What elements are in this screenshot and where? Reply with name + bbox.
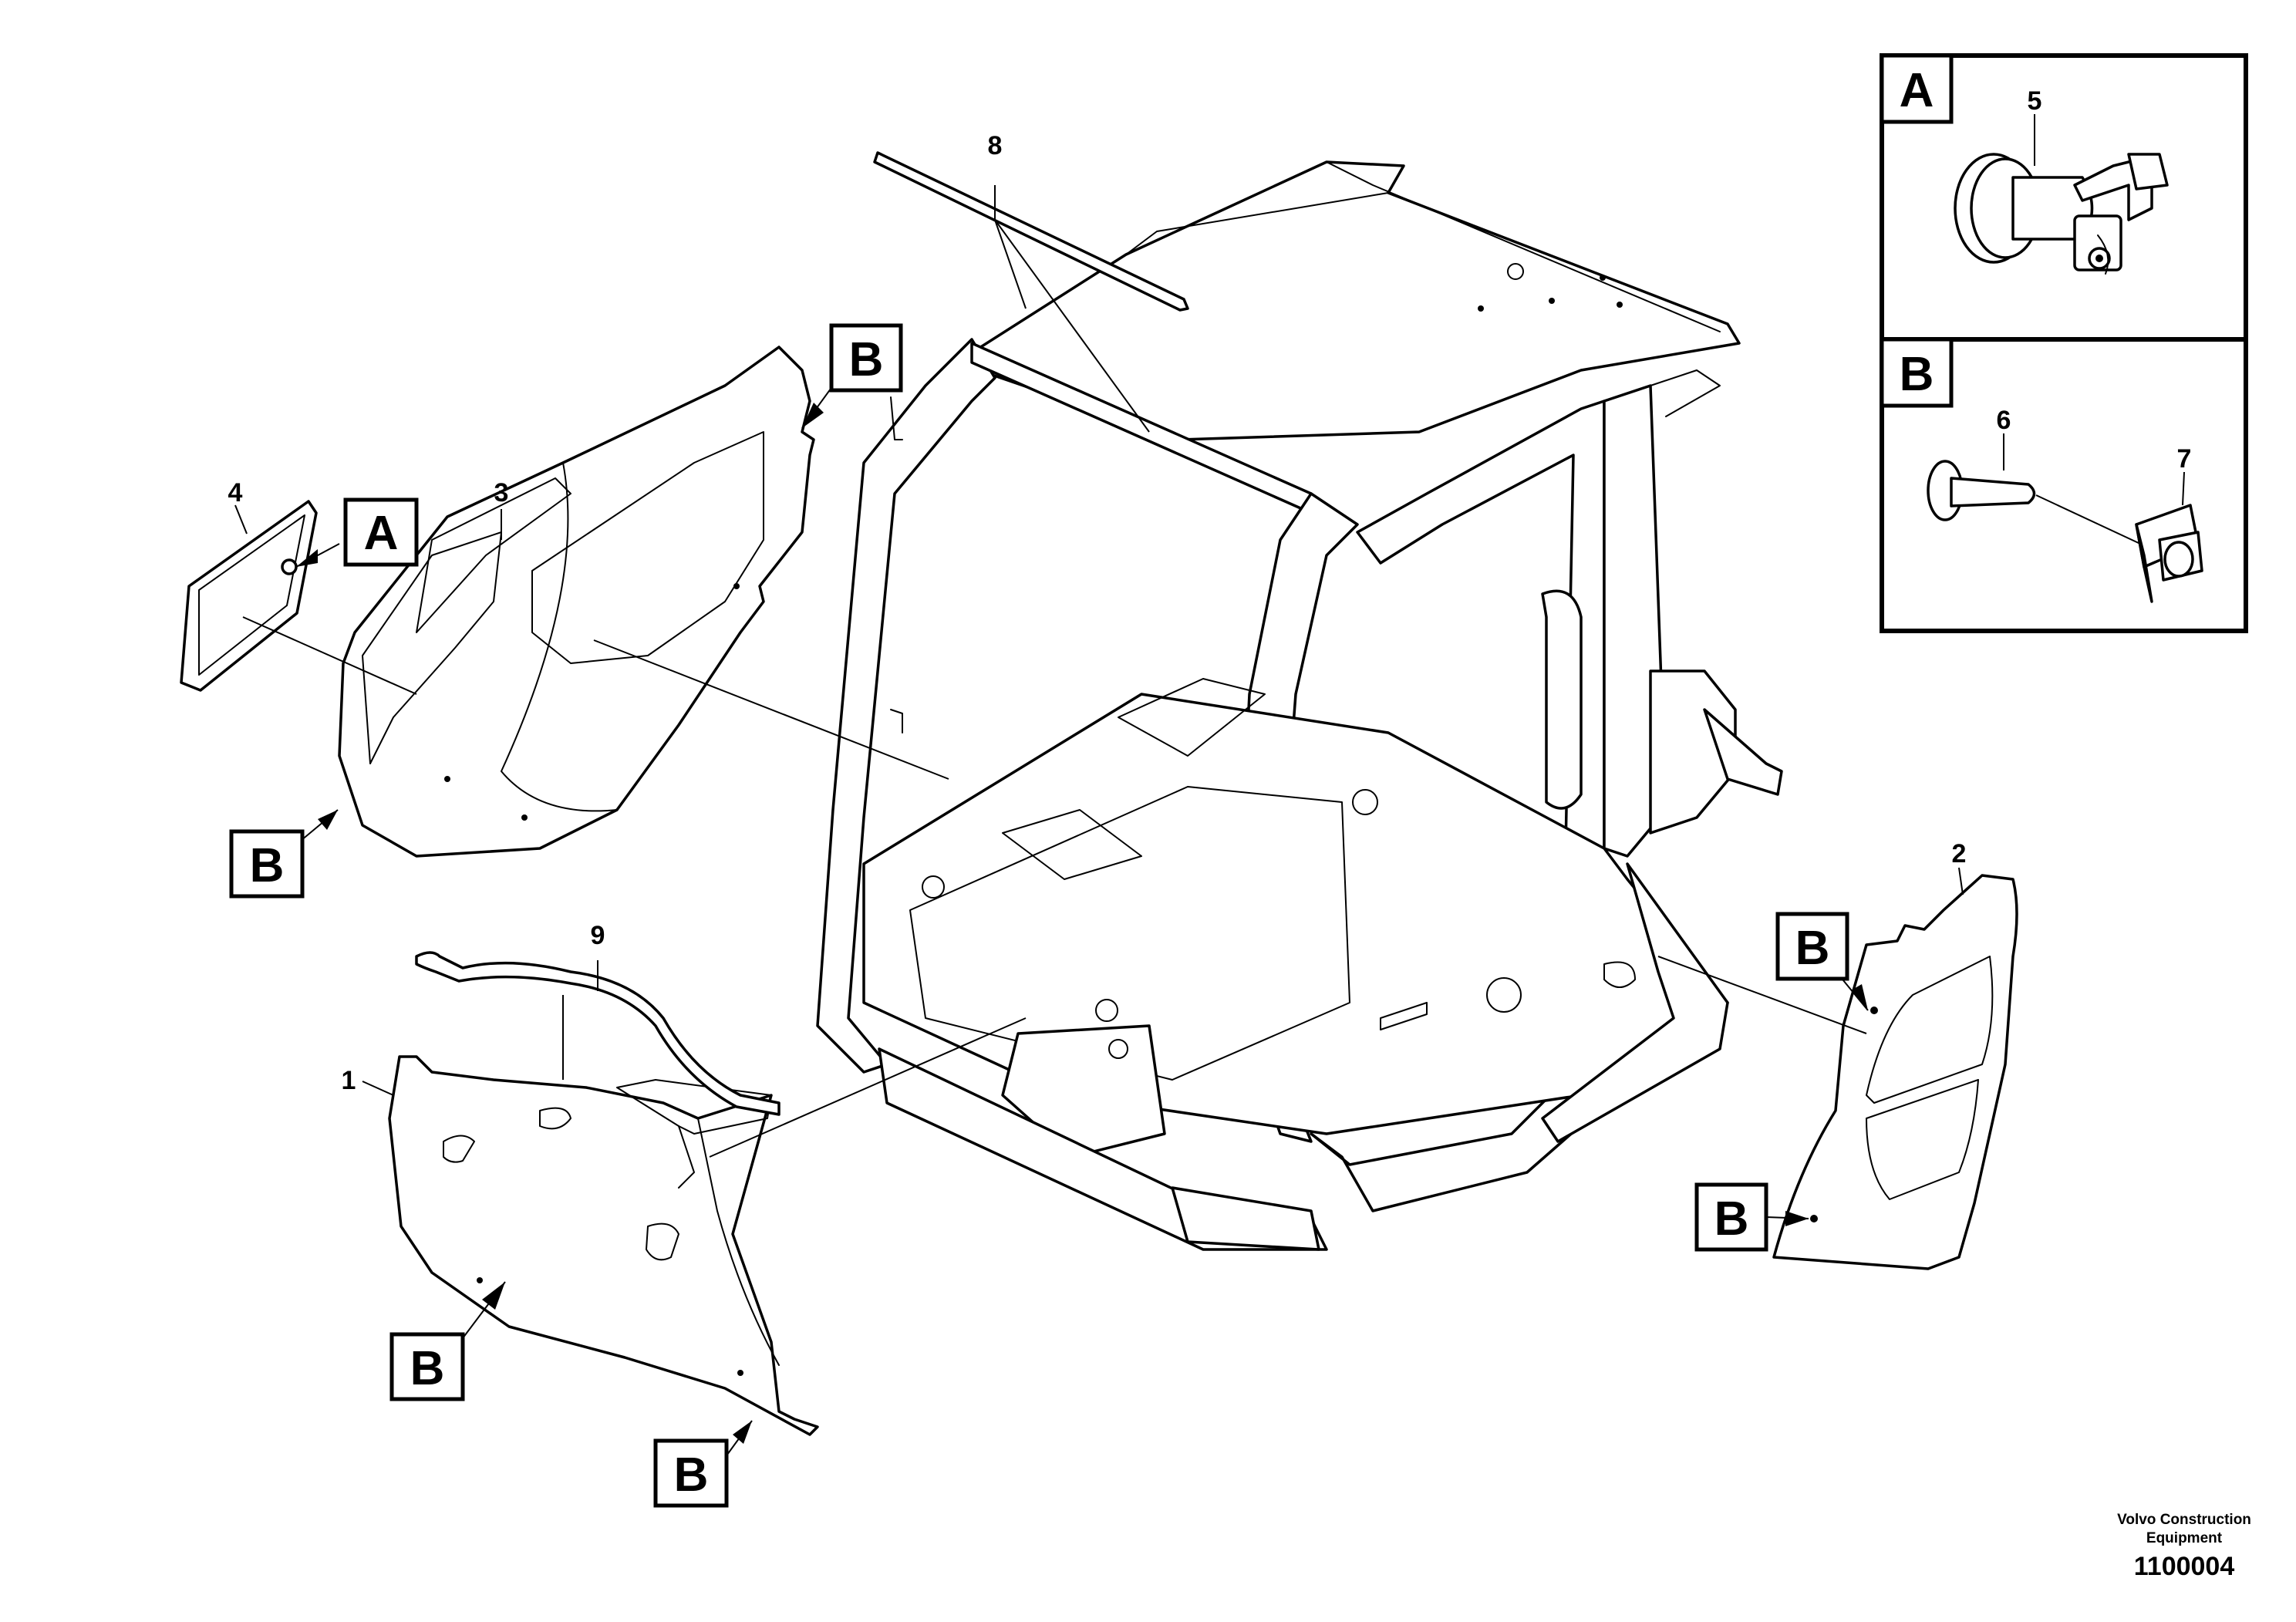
clip-nut-part-7: 7 [2135,444,2203,603]
callout-b-label: B [849,333,884,386]
callout-b-part-3-bottom: B [229,809,339,899]
part-number-7: 7 [2177,444,2192,474]
publisher-name-line2: Equipment [2146,1530,2223,1546]
callout-b-part-1-left: B [389,1281,506,1401]
seal-strip-part-9: 9 [415,921,781,1116]
cab-frame [816,160,1783,1251]
trim-strip-part-8: 8 [873,131,1189,433]
part-number-4: 4 [228,478,243,508]
cam-lock-part-5: 5 [1954,86,2169,275]
bolt-part-6: 6 [1927,406,2153,550]
callout-b-label: B [674,1448,709,1502]
right-side-panel-part-2: 2 [1657,839,2018,1270]
callout-a-label: A [364,507,399,560]
detail-a-label: A [1900,64,1934,117]
callout-b-part-2-upper: B [1775,912,1869,1011]
part-number-5: 5 [2028,86,2042,116]
part-number-9: 9 [591,921,605,950]
window-glass-part-4: 4 [180,478,417,695]
callout-a-part-4: A [295,497,419,568]
callout-b-label: B [250,839,285,892]
detail-b-label: B [1900,348,1934,401]
part-number-3: 3 [494,478,509,508]
callout-b-label: B [1714,1192,1749,1246]
lower-front-panel-part-1: 1 [342,1017,1027,1436]
upper-rear-panel-part-3: 3 [338,346,949,858]
callout-b-part-1-right: B [653,1420,753,1508]
publisher-name-line1: Volvo Construction [2117,1512,2251,1528]
part-number-8: 8 [988,131,1003,160]
callout-b-label: B [410,1342,445,1395]
callout-b-part-3-top: B [801,323,903,429]
callout-b-label: B [1795,922,1830,975]
part-number-6: 6 [1997,406,2011,435]
callout-b-part-2-lower: B [1694,1182,1809,1252]
part-number-2: 2 [1952,839,1967,868]
figure-id: 1100004 [2134,1552,2235,1581]
detail-inset-panel: A B 5 6 7 [1880,53,2248,633]
part-number-1: 1 [342,1066,356,1095]
publisher-footer: Volvo Construction Equipment 1100004 [2117,1512,2251,1581]
